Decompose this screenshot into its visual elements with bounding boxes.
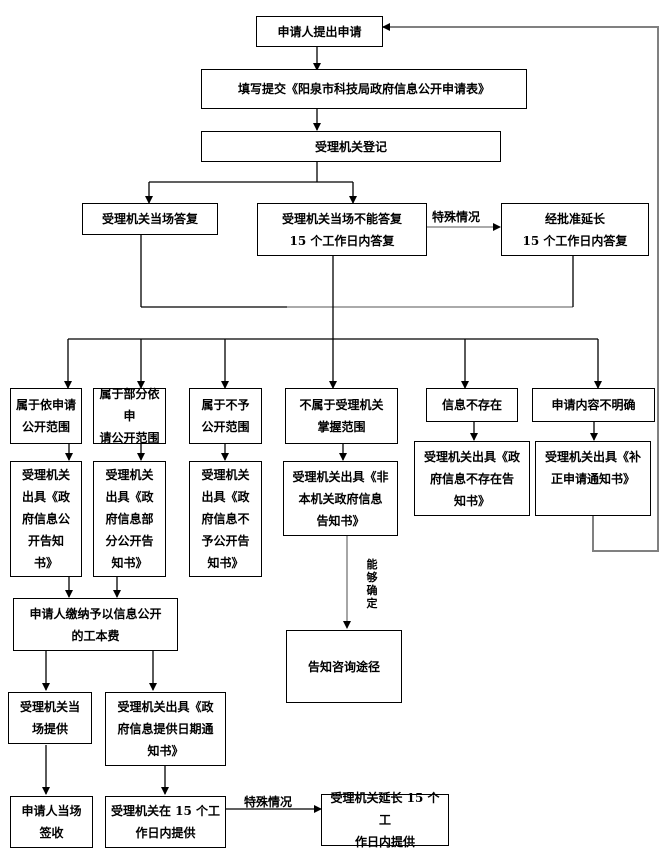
node-fill-form: 填写提交《阳泉市科技局政府信息公开申请表》	[201, 69, 527, 109]
node-notice-not-exist-text: 受理机关出具《政 府信息不存在告 知书》	[423, 449, 520, 508]
node-cat-not-exist-text: 信息不存在	[441, 398, 502, 412]
node-notice-unclear-text: 受理机关出具《补 正申请通知书》	[544, 450, 641, 486]
node-cat-denied: 属于不予 公开范围	[189, 388, 262, 444]
node-provide-date-notice: 受理机关出具《政 府信息提供日期通 知书》	[105, 692, 226, 766]
node-sign-onsite: 申请人当场 签收	[10, 796, 93, 848]
node-pay-fee-text: 申请人缴纳予以信息公开 的工本费	[29, 606, 162, 643]
node-provide-onsite: 受理机关当 场提供	[8, 692, 92, 744]
node-apply: 申请人提出申请	[256, 16, 383, 47]
node-notice-partial-text: 受理机关 出具《政 府信息部 分公开告 知书》	[105, 468, 154, 570]
node-provide-onsite-text: 受理机关当 场提供	[19, 700, 80, 736]
node-provide-15days: 受理机关在 15 个工 作日内提供	[105, 796, 226, 848]
node-notice-denied: 受理机关 出具《政 府信息不 予公开告 知书》	[189, 461, 262, 577]
node-fill-form-text: 填写提交《阳泉市科技局政府信息公开申请表》	[237, 82, 490, 96]
node-cat-public-text: 属于依申请 公开范围	[15, 398, 76, 434]
node-notice-not-exist: 受理机关出具《政 府信息不存在告 知书》	[414, 441, 530, 516]
node-provide-15days-text: 受理机关在 15 个工 作日内提供	[110, 804, 221, 840]
node-cat-not-held: 不属于受理机关 掌握范围	[285, 388, 398, 444]
node-cat-not-held-text: 不属于受理机关 掌握范围	[299, 398, 384, 434]
node-reply-onsite-text: 受理机关当场答复	[101, 212, 198, 226]
label-can-determine: 能够确定	[366, 558, 378, 610]
node-apply-text: 申请人提出申请	[277, 24, 362, 39]
node-notice-denied-text: 受理机关 出具《政 府信息不 予公开告 知书》	[201, 468, 250, 570]
node-notice-not-held-text: 受理机关出具《非 本机关政府信息 告知书》	[292, 469, 389, 528]
node-reply-onsite: 受理机关当场答复	[82, 203, 218, 235]
node-notice-public: 受理机关 出具《政 府信息公 开告知 书》	[10, 461, 82, 577]
feedback-loop-line	[382, 23, 659, 552]
node-cat-partial: 属于部分依申 请公开范围	[93, 387, 166, 445]
node-notice-public-text: 受理机关 出具《政 府信息公 开告知 书》	[21, 468, 70, 570]
node-notice-partial: 受理机关 出具《政 府信息部 分公开告 知书》	[93, 461, 166, 577]
node-inform-channel: 告知咨询途径	[286, 630, 402, 703]
node-cat-partial-text: 属于部分依申 请公开范围	[99, 387, 160, 445]
node-provide-date-notice-text: 受理机关出具《政 府信息提供日期通 知书》	[117, 700, 214, 758]
node-cat-unclear-text: 申请内容不明确	[551, 398, 636, 412]
node-notice-not-held: 受理机关出具《非 本机关政府信息 告知书》	[283, 461, 398, 536]
label-special-case-bottom: 特殊情况	[244, 795, 293, 809]
node-inform-channel-text: 告知咨询途径	[307, 659, 380, 674]
node-register: 受理机关登记	[201, 131, 501, 162]
node-register-text: 受理机关登记	[314, 139, 387, 154]
label-special-case-top: 特殊情况	[432, 210, 481, 224]
node-cat-denied-text: 属于不予 公开范围	[201, 398, 250, 434]
node-cat-not-exist: 信息不存在	[426, 388, 518, 422]
node-sign-onsite-text: 申请人当场 签收	[21, 804, 82, 840]
node-reply-15days: 受理机关当场不能答复 15 个工作日内答复	[257, 203, 427, 256]
node-reply-15days-text: 受理机关当场不能答复 15 个工作日内答复	[281, 211, 402, 248]
node-extend-reply: 经批准延长 15 个工作日内答复	[501, 203, 649, 256]
node-cat-unclear: 申请内容不明确	[532, 388, 655, 422]
node-extend-reply-text: 经批准延长 15 个工作日内答复	[522, 211, 628, 248]
node-pay-fee: 申请人缴纳予以信息公开 的工本费	[13, 598, 178, 651]
node-cat-public: 属于依申请 公开范围	[10, 388, 82, 444]
node-notice-unclear: 受理机关出具《补 正申请通知书》	[535, 441, 651, 516]
node-extend-provide: 受理机关延长 15 个工 作日内提供	[321, 791, 449, 849]
node-extend-provide-text: 受理机关延长 15 个工 作日内提供	[330, 791, 440, 849]
